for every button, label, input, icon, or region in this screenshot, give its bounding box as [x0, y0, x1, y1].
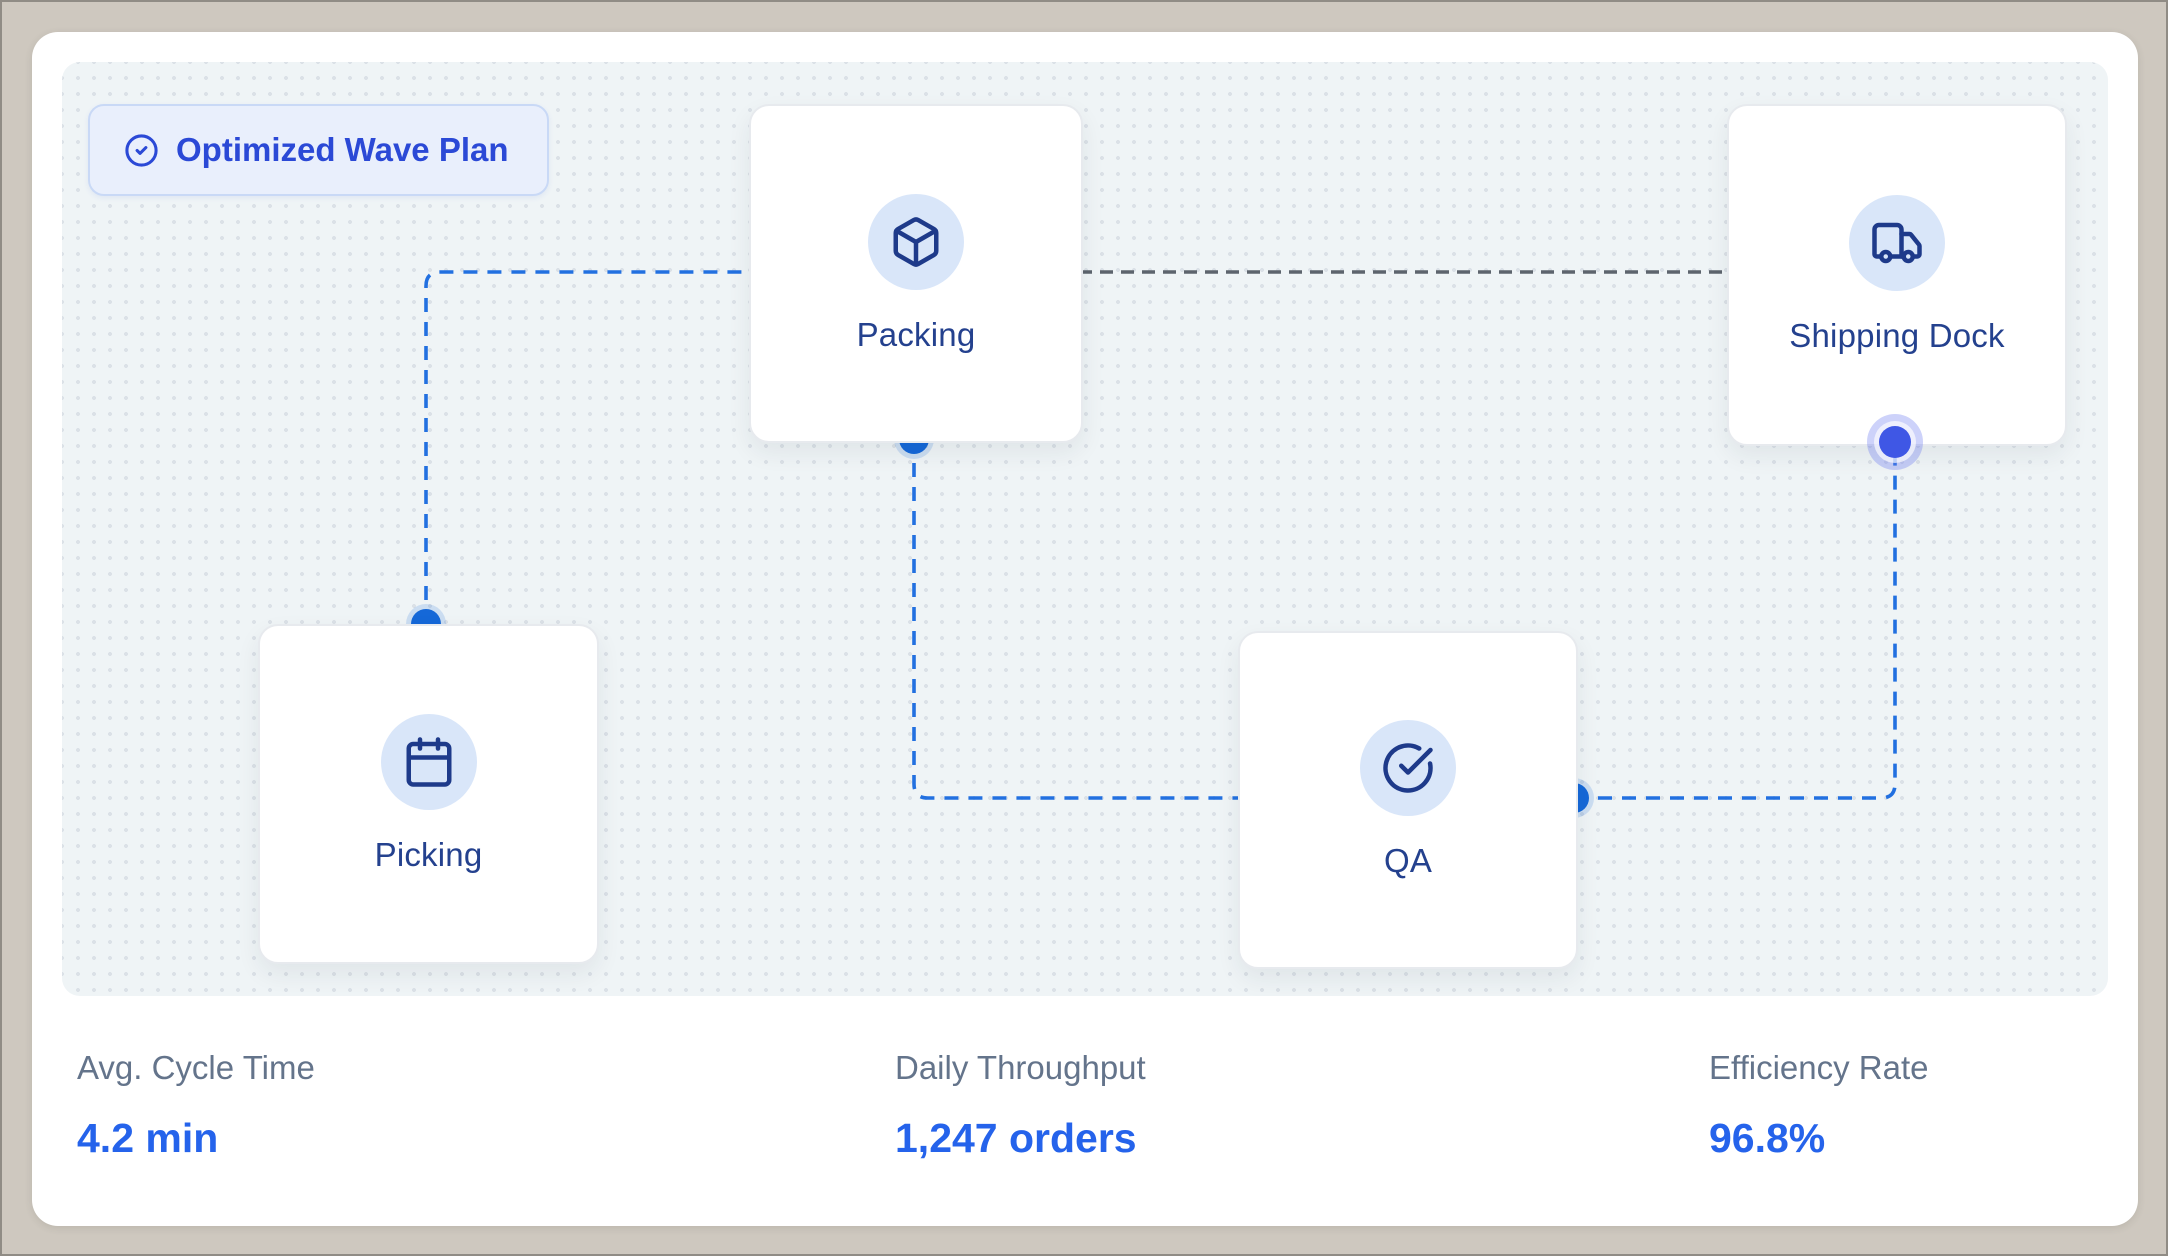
stat-label: Avg. Cycle Time	[77, 1049, 315, 1086]
calendar-icon	[380, 714, 477, 810]
flow-canvas[interactable]: Packing Shipping Dock Picking QA	[62, 62, 2108, 996]
circle-check-icon	[125, 133, 158, 167]
status-badge: Optimized Wave Plan	[88, 104, 549, 196]
stat-value: 96.8%	[1709, 1115, 1826, 1161]
node-label: Shipping Dock	[1789, 317, 2005, 354]
flow-node-packing[interactable]: Packing	[749, 104, 1083, 443]
node-label: QA	[1383, 842, 1433, 879]
circle-check-big-icon	[1360, 720, 1456, 816]
edge-picking-packing	[424, 270, 749, 624]
stat-value: 4.2 min	[77, 1115, 219, 1161]
stat-efficiency-rate: Efficiency Rate 96.8%	[1709, 1048, 1929, 1160]
stat-label: Daily Throughput	[895, 1049, 1146, 1086]
stat-avg-cycle-time: Avg. Cycle Time 4.2 min	[77, 1048, 315, 1160]
handle-shipping-bottom-active[interactable]	[1879, 426, 1911, 458]
node-label: Packing	[856, 315, 976, 353]
flow-node-qa[interactable]: QA	[1238, 631, 1578, 969]
truck-icon	[1849, 195, 1945, 291]
edge-packing-qa	[912, 439, 1238, 800]
flow-edges	[424, 270, 1897, 800]
flow-node-shipping-dock[interactable]: Shipping Dock	[1727, 104, 2067, 446]
flow-node-picking[interactable]: Picking	[258, 624, 599, 964]
stat-daily-throughput: Daily Throughput 1,247 orders	[895, 1048, 1146, 1160]
node-label: Picking	[374, 836, 483, 873]
edge-qa-shipping	[1574, 442, 1897, 800]
status-badge-label: Optimized Wave Plan	[176, 131, 509, 168]
stat-label: Efficiency Rate	[1709, 1049, 1929, 1086]
stat-value: 1,247 orders	[895, 1115, 1137, 1161]
dashboard-card: Packing Shipping Dock Picking QA	[32, 32, 2138, 1226]
box-icon	[868, 193, 964, 290]
